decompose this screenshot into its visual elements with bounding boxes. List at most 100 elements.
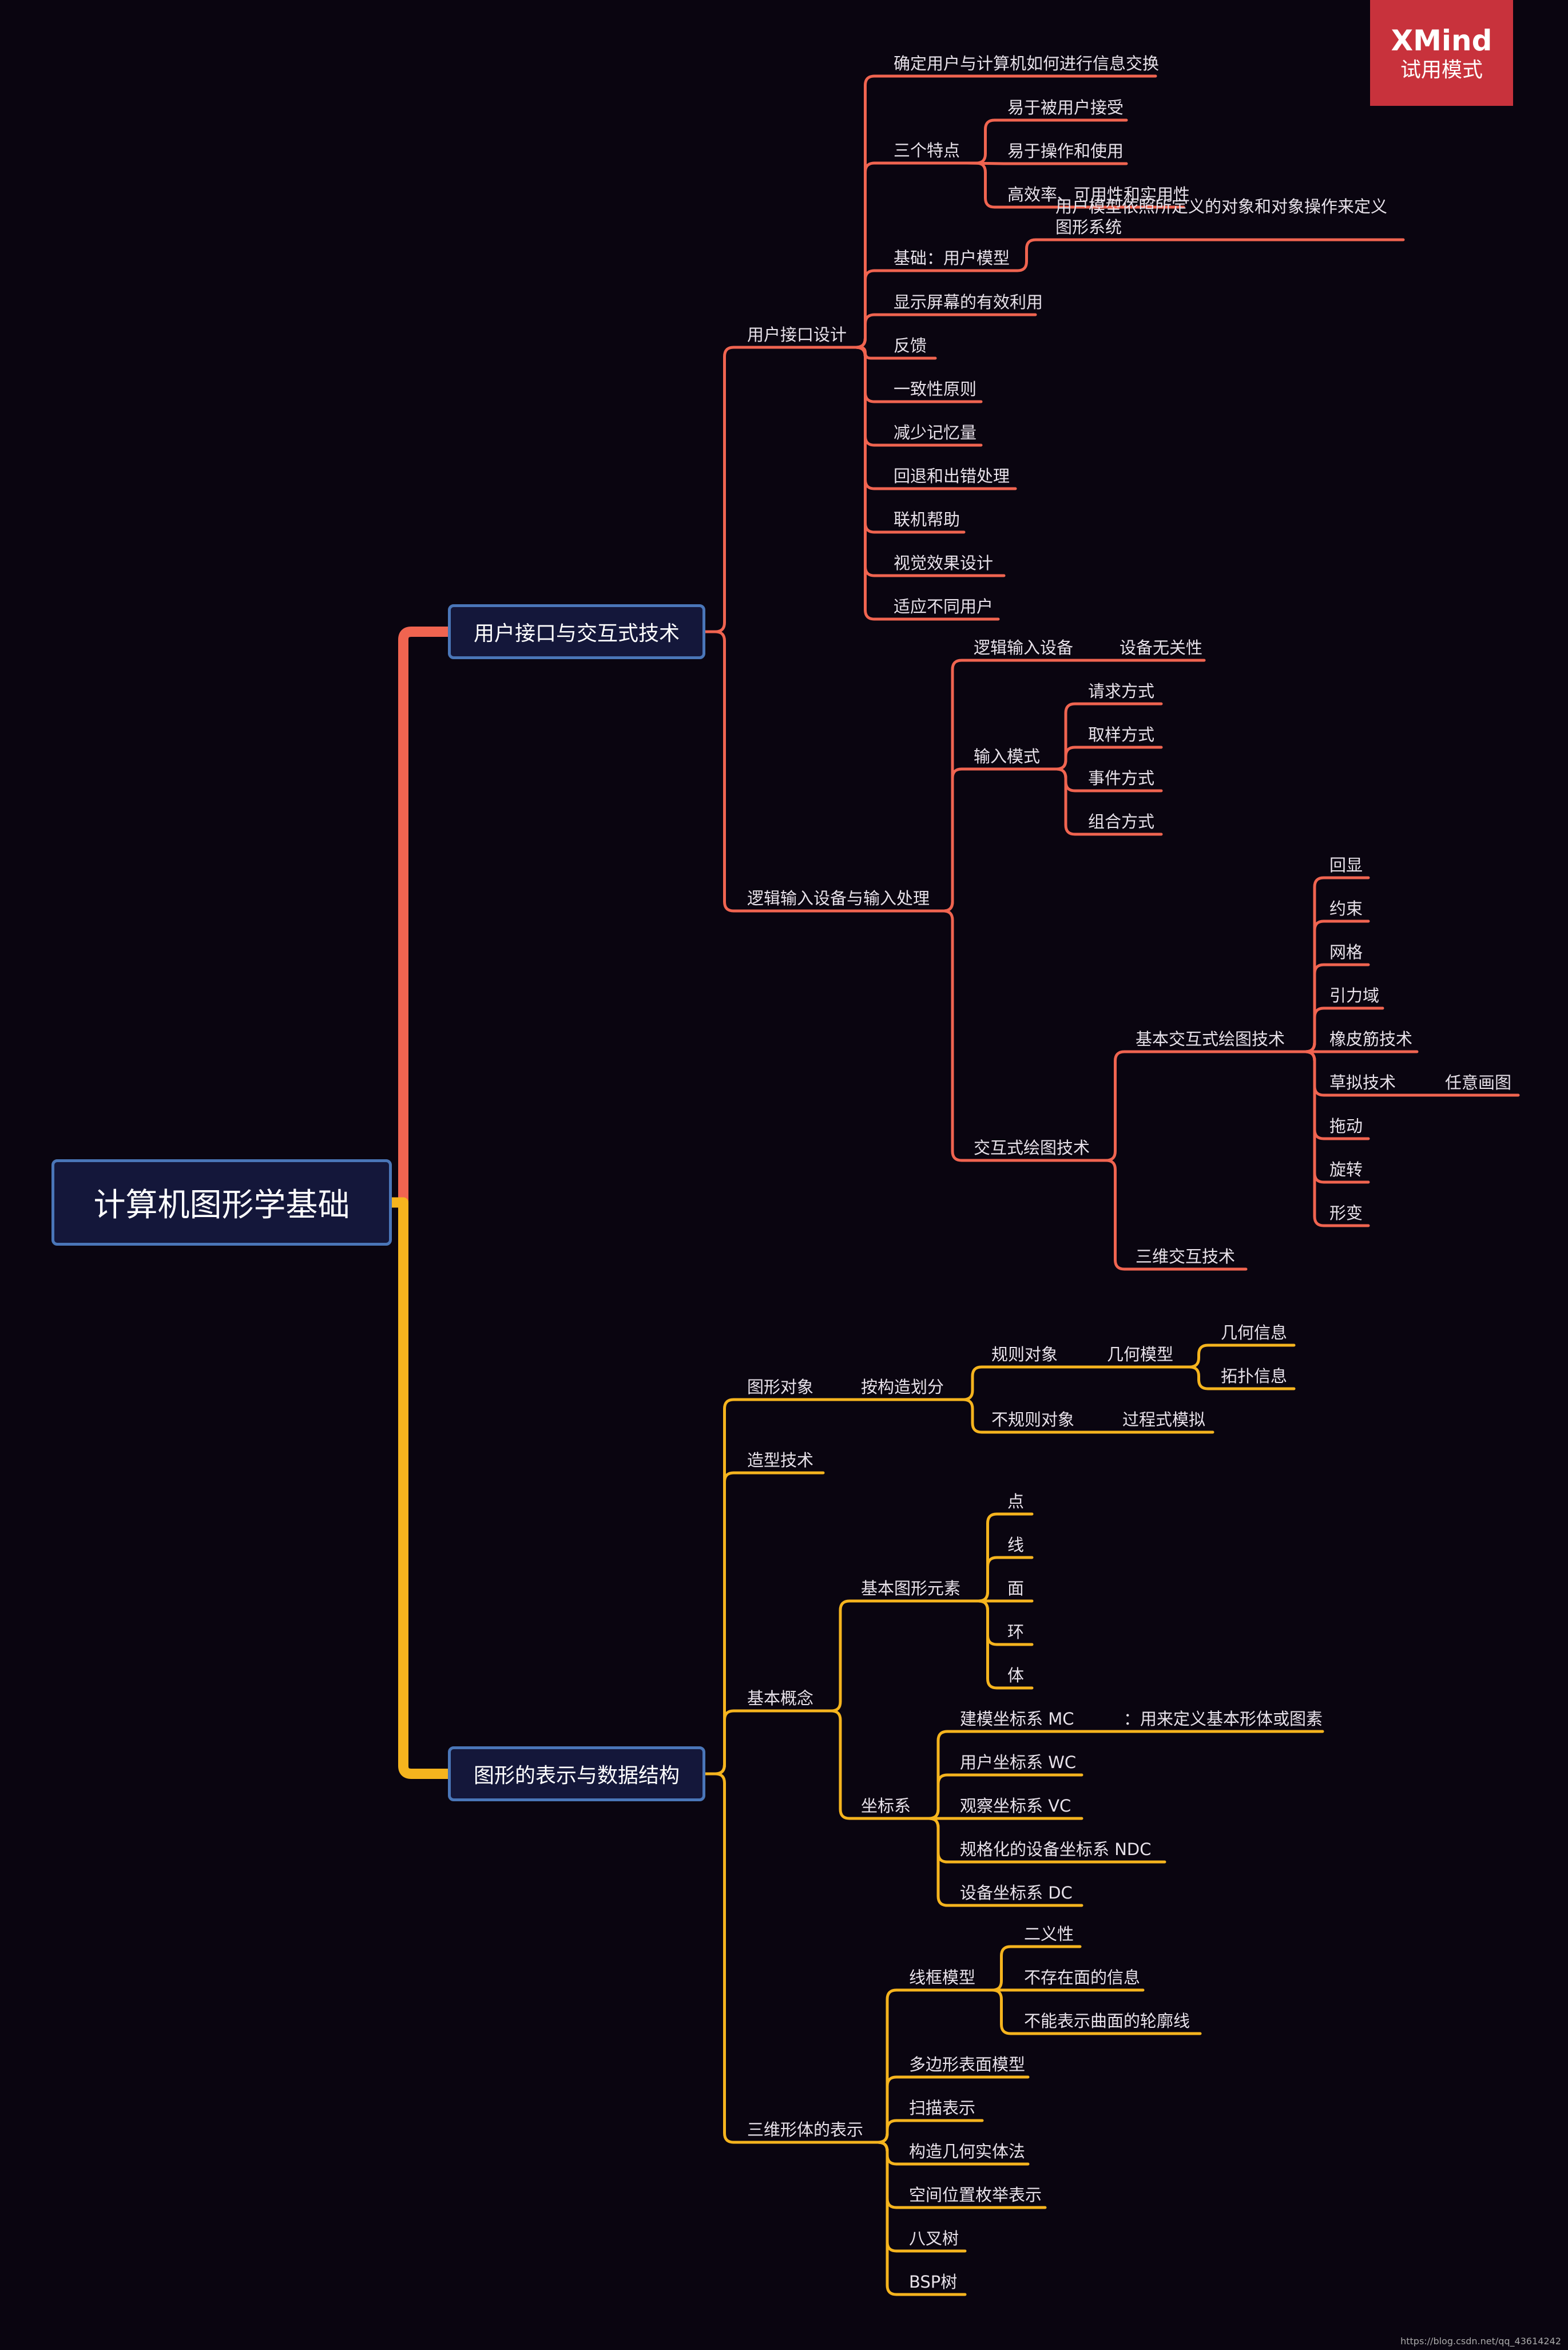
- topic-node[interactable]: 线: [1007, 1535, 1025, 1555]
- topic-node[interactable]: 基础：用户模型: [894, 248, 1010, 268]
- topic-node[interactable]: 用户坐标系 WC: [960, 1753, 1077, 1772]
- xmind-logo: XMind: [1391, 23, 1492, 57]
- topic-node[interactable]: 一致性原则: [894, 379, 977, 399]
- topic-node[interactable]: 多边形表面模型: [909, 2055, 1026, 2074]
- topic-node[interactable]: 坐标系: [861, 1796, 911, 1816]
- topic-node[interactable]: 造型技术: [747, 1451, 814, 1470]
- topic-node[interactable]: 构造几何实体法: [909, 2142, 1026, 2161]
- connector-line: [1301, 1006, 1328, 1053]
- topic-node[interactable]: 用户模型依照所定义的对象和对象操作来定义图形系统: [1055, 197, 1388, 237]
- topic-node[interactable]: 用户接口设计: [747, 325, 847, 344]
- topic-node[interactable]: 不规则对象: [991, 1410, 1075, 1429]
- topic-node[interactable]: 回退和出错处理: [894, 466, 1010, 486]
- connector-line: [1178, 1365, 1219, 1390]
- connector-line: [918, 1773, 958, 1820]
- topic-node[interactable]: 易于被用户接受: [1007, 98, 1124, 117]
- topic-node[interactable]: 橡皮筋技术: [1329, 1029, 1413, 1049]
- topic-node[interactable]: 确定用户与计算机如何进行信息交换: [894, 54, 1160, 73]
- topic-node[interactable]: 易于操作和使用: [1007, 141, 1124, 161]
- topic-node[interactable]: 联机帮助: [894, 510, 960, 529]
- topic-node[interactable]: 设备无关性: [1120, 638, 1203, 657]
- topic-node[interactable]: 草拟技术: [1329, 1073, 1396, 1092]
- topic-node[interactable]: 二义性: [1024, 1924, 1074, 1944]
- connector-line: [933, 767, 972, 913]
- topic-node[interactable]: 规格化的设备坐标系 NDC: [960, 1840, 1152, 1859]
- topic-node[interactable]: 反馈: [894, 336, 927, 355]
- topic-node[interactable]: 线框模型: [909, 1968, 976, 1987]
- topic-node[interactable]: 组合方式: [1088, 812, 1155, 831]
- topic-node[interactable]: 三个特点: [894, 141, 960, 160]
- connector-line: [867, 2119, 907, 2144]
- topic-node[interactable]: 高效率、可用性和实用性: [1007, 185, 1190, 204]
- topic-node[interactable]: 观察坐标系 VC: [960, 1796, 1071, 1816]
- topic-node[interactable]: 扫描表示: [909, 2098, 976, 2118]
- connector-line: [955, 1398, 990, 1434]
- connector-line: [981, 1945, 1022, 1992]
- topic-node[interactable]: 体: [1007, 1666, 1025, 1685]
- connector-line: [704, 346, 745, 633]
- topic-node[interactable]: 过程式模拟: [1122, 1410, 1206, 1429]
- connector-line: [918, 1817, 958, 1907]
- topic-node[interactable]: 设备坐标系 DC: [960, 1883, 1073, 1903]
- topic-node[interactable]: 三维交互技术: [1136, 1247, 1236, 1266]
- topic-node[interactable]: 环: [1007, 1622, 1025, 1642]
- topic-node[interactable]: 建模坐标系 MC: [960, 1709, 1074, 1729]
- topic-node[interactable]: 回显: [1329, 855, 1363, 875]
- topic-node[interactable]: 事件方式: [1088, 768, 1155, 788]
- connector-line: [387, 627, 453, 1208]
- connector-line: [1178, 1344, 1219, 1369]
- topic-node[interactable]: 网格: [1329, 942, 1363, 962]
- topic-node[interactable]: 视觉效果设计: [894, 553, 994, 573]
- topic-node[interactable]: 空间位置枚举表示: [909, 2185, 1042, 2205]
- connector-line: [387, 1197, 453, 1779]
- connector-line: [821, 1599, 859, 1713]
- topic-node[interactable]: 形变: [1329, 1203, 1363, 1223]
- topic-node[interactable]: 任意画图: [1445, 1073, 1512, 1092]
- connector-line: [821, 1709, 859, 1820]
- topic-node[interactable]: 几何信息: [1221, 1323, 1288, 1342]
- topic-node[interactable]: 减少记忆量: [894, 423, 977, 442]
- connector-line: [839, 346, 892, 621]
- topic-node[interactable]: 请求方式: [1088, 681, 1155, 701]
- connector-line: [867, 2141, 907, 2296]
- xmind-watermark: XMind 试用模式: [1370, 0, 1513, 106]
- topic-node[interactable]: 逻辑输入设备: [974, 638, 1074, 657]
- connector-line: [955, 1365, 990, 1401]
- connector-line: [981, 1988, 1022, 2035]
- topic-node[interactable]: 面: [1007, 1579, 1025, 1598]
- topic-node[interactable]: 拖动: [1329, 1116, 1363, 1136]
- topic-node[interactable]: 几何模型: [1107, 1345, 1174, 1364]
- central-topic[interactable]: 计算机图形学基础: [51, 1159, 392, 1246]
- main-topic[interactable]: 用户接口与交互式技术: [448, 604, 705, 659]
- topic-node[interactable]: 适应不同用户: [894, 597, 994, 616]
- topic-node[interactable]: 引力域: [1329, 986, 1380, 1005]
- topic-node[interactable]: 基本图形元素: [861, 1579, 961, 1598]
- connector-line: [704, 1709, 745, 1776]
- topic-node[interactable]: 约束: [1329, 899, 1363, 918]
- topic-node[interactable]: 交互式绘图技术: [974, 1138, 1090, 1158]
- topic-node[interactable]: 点: [1007, 1492, 1025, 1511]
- topic-node[interactable]: 不能表示曲面的轮廓线: [1024, 2011, 1190, 2031]
- topic-node[interactable]: 基本概念: [747, 1689, 814, 1708]
- topic-node[interactable]: 基本交互式绘图技术: [1136, 1029, 1285, 1049]
- topic-node[interactable]: 取样方式: [1088, 725, 1155, 744]
- topic-node[interactable]: 规则对象: [991, 1345, 1058, 1364]
- topic-node[interactable]: 八叉树: [909, 2229, 959, 2248]
- connector-line: [965, 161, 1006, 209]
- topic-node[interactable]: 显示屏幕的有效利用: [894, 292, 1043, 312]
- topic-node[interactable]: 输入模式: [974, 747, 1041, 766]
- topic-node[interactable]: 拓扑信息: [1221, 1366, 1288, 1386]
- topic-node[interactable]: 图形对象: [747, 1377, 814, 1397]
- connector-line: [999, 238, 1054, 272]
- topic-node[interactable]: 按构造划分: [861, 1377, 944, 1397]
- topic-node[interactable]: BSP树: [909, 2272, 958, 2292]
- topic-node[interactable]: 三维形体的表示: [747, 2120, 864, 2139]
- topic-node[interactable]: 不存在面的信息: [1024, 1968, 1141, 1987]
- topic-node[interactable]: 旋转: [1329, 1160, 1363, 1179]
- main-topic[interactable]: 图形的表示与数据结构: [448, 1746, 705, 1801]
- connector-line: [965, 118, 1006, 165]
- topic-node[interactable]: 逻辑输入设备与输入处理: [747, 889, 930, 908]
- topic-node[interactable]: ：用来定义基本形体或图素: [1124, 1709, 1323, 1729]
